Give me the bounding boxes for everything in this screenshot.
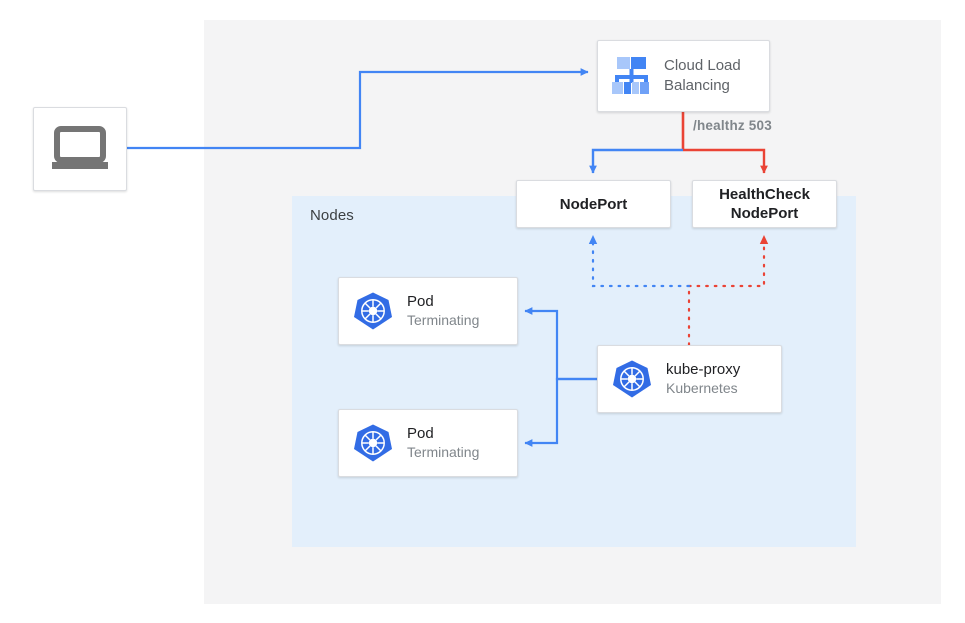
healthcheck-nodeport-card: HealthCheck NodePort [692, 180, 837, 228]
pod-1-status: Terminating [407, 312, 480, 328]
kube-proxy-title: kube-proxy [666, 361, 741, 378]
pod-1-title: Pod [407, 293, 434, 310]
nodeport-card: NodePort [516, 180, 671, 228]
kube-proxy-text: kube-proxy Kubernetes [666, 360, 740, 398]
nodes-panel-label: Nodes [310, 207, 354, 224]
cloud-load-balancing-label-line1: Cloud Load [664, 57, 741, 74]
pod-1-text: Pod Terminating [407, 292, 479, 330]
pod-card-2: Pod Terminating [338, 409, 518, 477]
pod-2-text: Pod Terminating [407, 424, 479, 462]
healthcheck-nodeport-label-line1: HealthCheck [719, 186, 810, 203]
nodeport-label: NodePort [559, 195, 628, 213]
cloud-load-balancing-icon [608, 54, 654, 98]
cloud-load-balancing-card: Cloud Load Balancing [597, 40, 770, 112]
edge-label-healthz: /healthz 503 [693, 118, 772, 133]
kubernetes-icon [353, 423, 393, 463]
client-laptop-card [33, 107, 127, 191]
laptop-icon [51, 126, 109, 172]
cloud-load-balancing-label: Cloud Load Balancing [664, 56, 741, 96]
pod-2-status: Terminating [407, 444, 480, 460]
pod-2-title: Pod [407, 425, 434, 442]
cloud-load-balancing-label-line2: Balancing [664, 77, 730, 94]
kube-proxy-card: kube-proxy Kubernetes [597, 345, 782, 413]
healthcheck-nodeport-label: HealthCheck NodePort [719, 185, 810, 223]
kubernetes-icon [353, 291, 393, 331]
kube-proxy-subtitle: Kubernetes [666, 380, 738, 396]
pod-card-1: Pod Terminating [338, 277, 518, 345]
healthcheck-nodeport-label-line2: NodePort [730, 205, 799, 222]
kubernetes-icon [612, 359, 652, 399]
